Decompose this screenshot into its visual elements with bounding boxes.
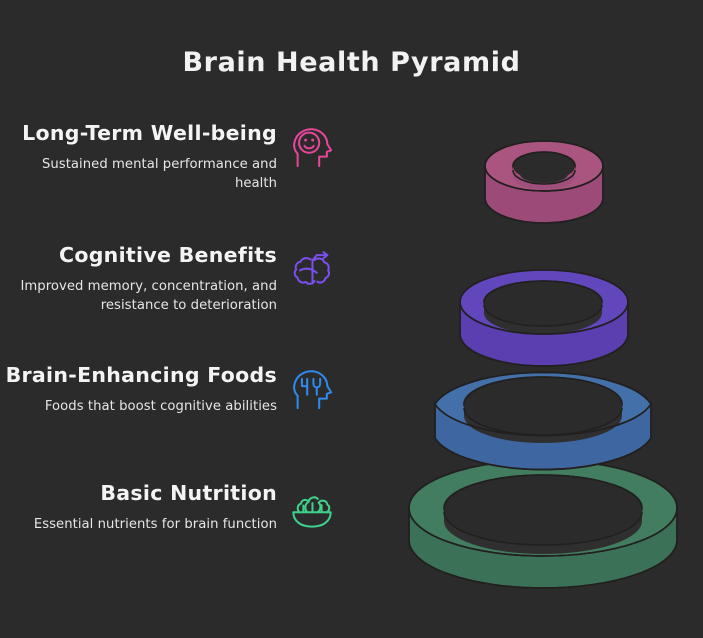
level-description: Foods that boost cognitive abilities — [44, 398, 277, 414]
head-cutlery-icon — [289, 366, 335, 412]
ring-long-term-well-being — [484, 140, 604, 224]
ring-stack-diagram — [380, 98, 703, 608]
ring-brain-enhancing-foods — [434, 371, 652, 471]
level-title: Long-Term Well-being — [22, 121, 277, 145]
ring-basic-nutrition — [408, 459, 678, 589]
ring-cognitive-benefits — [459, 269, 629, 367]
level-description: Sustained mental performance and health — [41, 156, 277, 191]
level-text-block: Long-Term Well-being Sustained mental pe… — [10, 121, 289, 193]
level-item-basic-nutrition[interactable]: Basic Nutrition Essential nutrients for … — [10, 481, 335, 534]
levels-list: Long-Term Well-being Sustained mental pe… — [6, 121, 335, 534]
level-text-block: Basic Nutrition Essential nutrients for … — [10, 481, 289, 534]
level-title: Basic Nutrition — [100, 481, 277, 505]
brain-growth-icon — [289, 246, 335, 292]
salad-bowl-icon — [289, 484, 335, 530]
head-smiley-icon — [289, 124, 335, 170]
level-title: Cognitive Benefits — [58, 243, 277, 267]
level-item-cognitive-benefits[interactable]: Cognitive Benefits Improved memory, conc… — [10, 243, 335, 315]
level-description: Improved memory, concentration, and resi… — [20, 278, 277, 313]
level-text-block: Brain-Enhancing Foods Foods that boost c… — [5, 363, 289, 416]
level-item-brain-enhancing-foods[interactable]: Brain-Enhancing Foods Foods that boost c… — [6, 363, 335, 416]
level-text-block: Cognitive Benefits Improved memory, conc… — [10, 243, 289, 315]
level-description: Essential nutrients for brain function — [33, 516, 277, 532]
page-title: Brain Health Pyramid — [182, 47, 521, 78]
level-item-long-term-well-being[interactable]: Long-Term Well-being Sustained mental pe… — [10, 121, 335, 193]
level-title: Brain-Enhancing Foods — [5, 363, 277, 387]
